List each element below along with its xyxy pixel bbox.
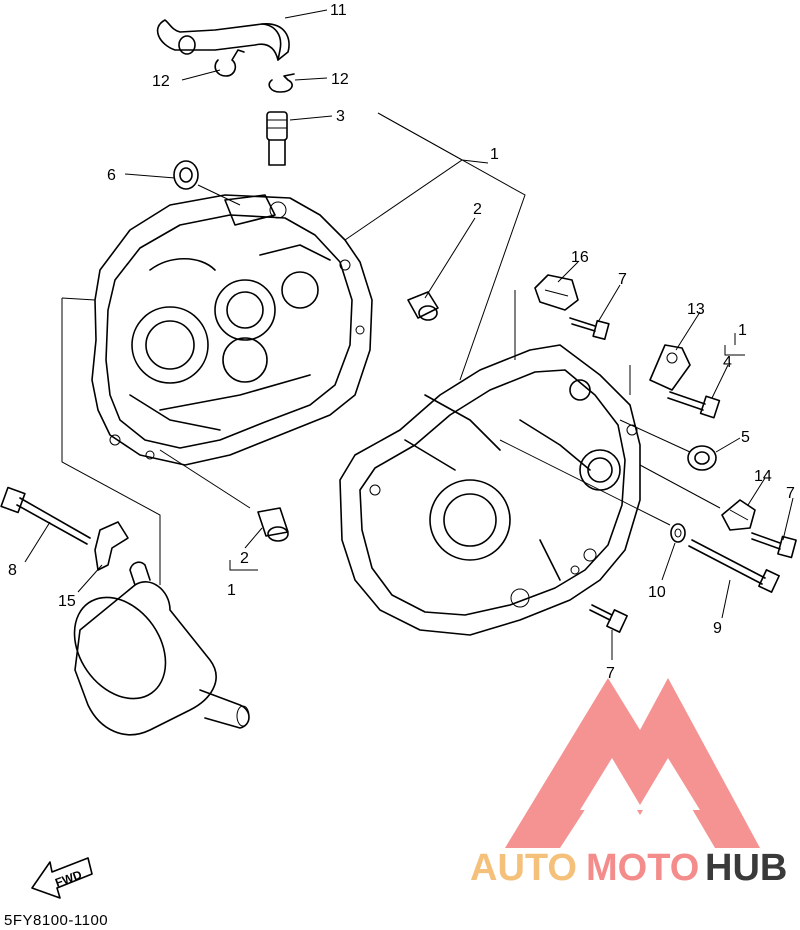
watermark-hub: HUB bbox=[705, 847, 787, 889]
callout-12-left: 12 bbox=[152, 73, 170, 90]
part-8-long-bolt bbox=[0, 486, 91, 545]
automotohub-logo-mark bbox=[505, 678, 760, 848]
assembly-lines bbox=[61, 290, 745, 585]
leader-lines bbox=[24, 9, 794, 660]
callout-5: 5 bbox=[741, 429, 750, 446]
fwd-label: FWD bbox=[53, 867, 84, 890]
part-2-dowel-pin-lower bbox=[257, 507, 289, 542]
callout-8: 8 bbox=[8, 562, 17, 579]
callout-3: 3 bbox=[336, 108, 345, 125]
part-7-bolt-upper bbox=[569, 317, 610, 341]
part-6-oil-seal bbox=[173, 160, 199, 190]
part-1-left-crankcase bbox=[91, 194, 373, 466]
part-14-switch bbox=[721, 499, 756, 531]
part-12-clip-right bbox=[268, 73, 295, 93]
callout-12-right: 12 bbox=[331, 71, 349, 88]
part-7-bolt-right bbox=[751, 532, 797, 559]
callout-7-top: 7 bbox=[618, 271, 627, 288]
callout-14: 14 bbox=[754, 468, 772, 485]
callout-6: 6 bbox=[107, 167, 116, 184]
callout-13: 13 bbox=[687, 301, 705, 318]
diagram-code: 5FY8100-1100 bbox=[4, 912, 108, 929]
callout-1-top: 1 bbox=[490, 146, 499, 163]
callout-7-bottom: 7 bbox=[606, 665, 615, 682]
callout-7-right: 7 bbox=[786, 485, 795, 502]
logo-triangle-outer bbox=[505, 678, 760, 848]
part-5-oil-seal bbox=[687, 445, 717, 471]
part-4-bolt bbox=[667, 391, 721, 419]
watermark-moto: MOTO bbox=[586, 847, 699, 889]
part-12-clip-left bbox=[214, 49, 245, 77]
callout-1-bottom: 1 bbox=[227, 582, 236, 599]
fwd-arrow-icon: FWD bbox=[31, 857, 93, 899]
part-15-clip bbox=[94, 521, 129, 571]
callout-4: 4 bbox=[723, 354, 732, 371]
callout-1-right: 1 bbox=[738, 322, 747, 339]
part-11-breather-hose bbox=[156, 19, 290, 61]
part-2-dowel-pin-upper bbox=[407, 291, 439, 321]
part-1-right-crankcase bbox=[339, 344, 641, 636]
callout-11: 11 bbox=[330, 2, 347, 19]
part-10-washer bbox=[670, 523, 686, 543]
part-9-long-bolt bbox=[688, 539, 780, 593]
callout-9: 9 bbox=[713, 620, 722, 637]
logo-triangle-inner bbox=[580, 758, 700, 810]
part-13-bracket bbox=[649, 344, 691, 391]
starter-motor bbox=[73, 561, 250, 736]
part-3-breather-fitting bbox=[266, 111, 288, 166]
callout-10: 10 bbox=[648, 584, 666, 601]
callout-16: 16 bbox=[571, 249, 589, 266]
part-16-clamp bbox=[534, 274, 579, 311]
callout-15: 15 bbox=[58, 593, 76, 610]
callout-2-top: 2 bbox=[473, 201, 482, 218]
part-7-bolt-lower bbox=[589, 604, 628, 633]
watermark-auto: AUTO bbox=[470, 847, 577, 889]
callout-2-bottom: 2 bbox=[240, 550, 249, 567]
